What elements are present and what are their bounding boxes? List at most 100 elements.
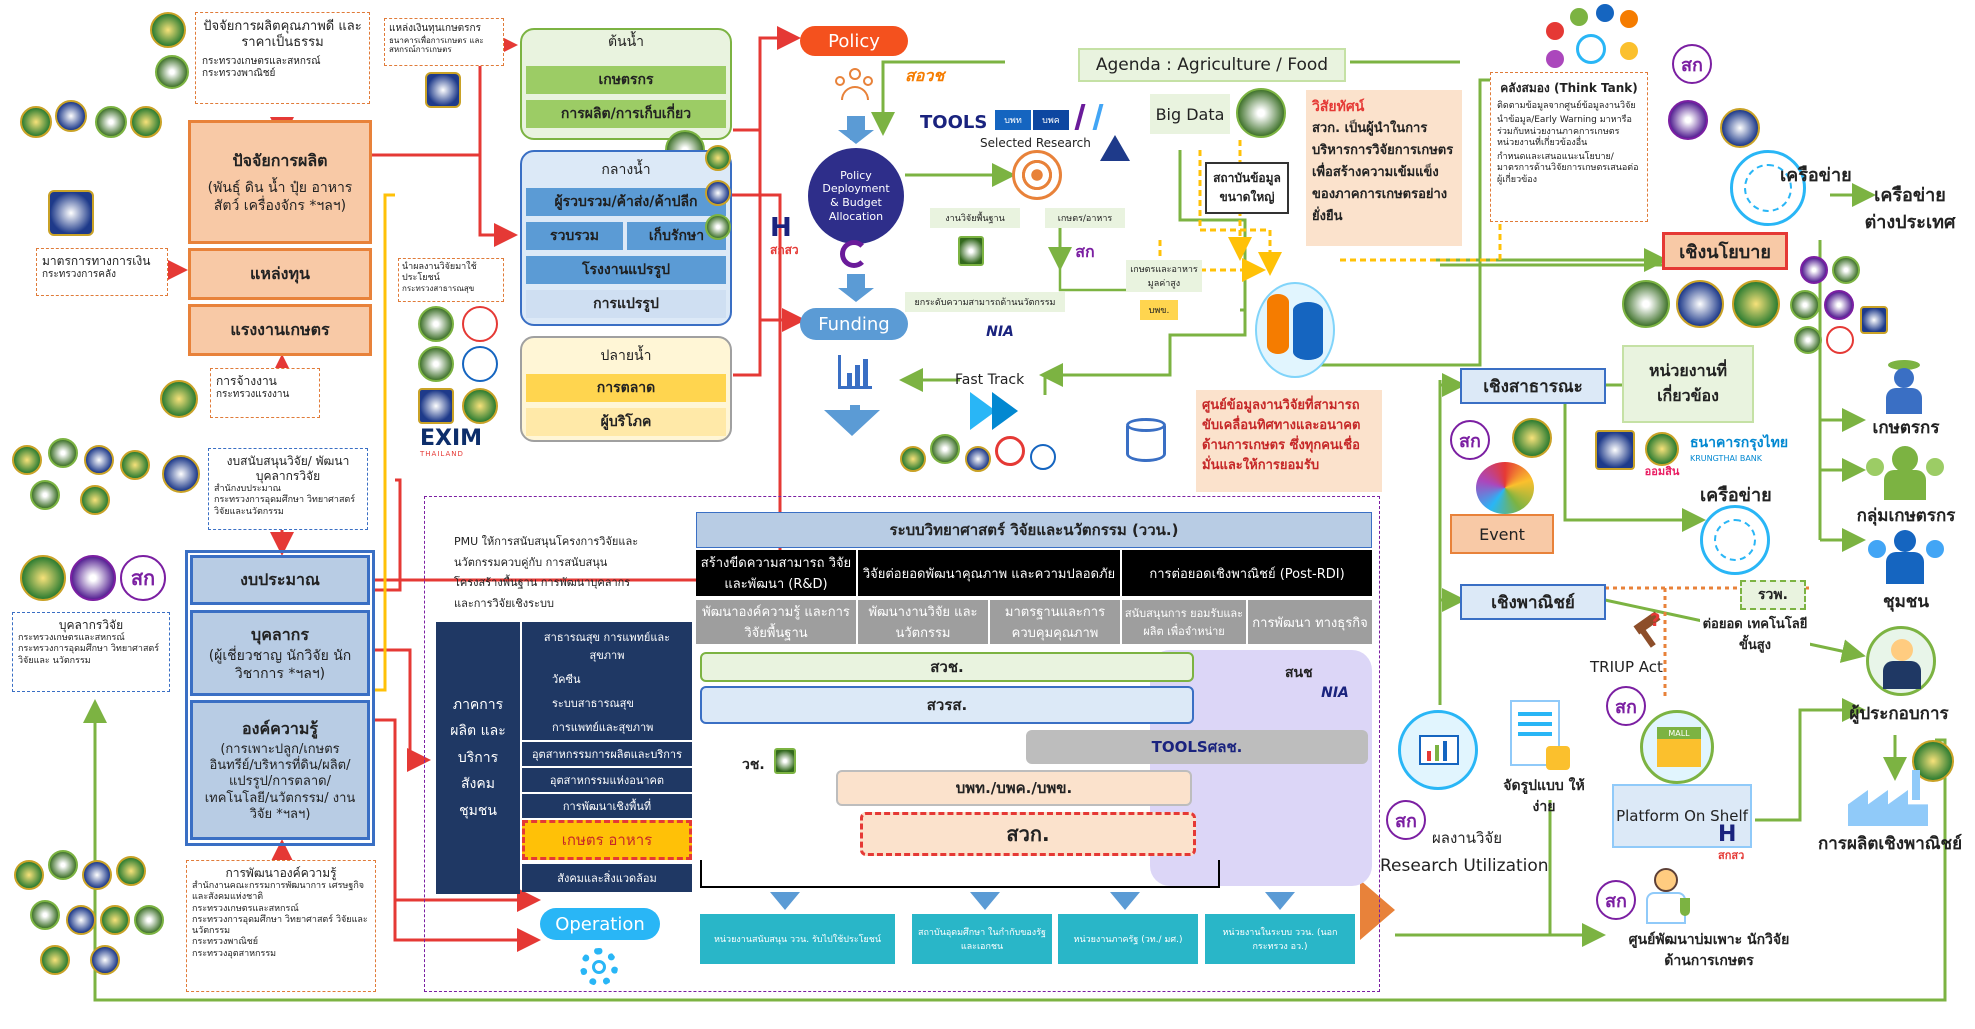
col-rd: สร้างขีดความสามารถ วิจัยและพัฒนา (R&D) [696, 550, 856, 596]
logo-ars: สก [120, 555, 166, 601]
logo-mark-e [462, 388, 498, 424]
nia-logo: NIA [1321, 685, 1349, 701]
researchers-item-1: กระทรวงเกษตรและสหกรณ์ [18, 633, 125, 643]
policy-side-label: เชิงนโยบาย [1679, 241, 1771, 263]
database-icon [1255, 282, 1335, 378]
system-title: ระบบวิทยาศาสตร์ วิจัยและนวัตกรรม (ววน.) [696, 512, 1372, 548]
logo-ft-3 [965, 446, 991, 472]
out-1-label: หน่วยงานสนับสนุน ววน. รับไปใช้ประโยชน์ [713, 935, 882, 945]
logo-mark-a [462, 306, 498, 342]
finance-title: มาตรการทางการเงิน [42, 254, 151, 268]
logo-bigdata [1236, 88, 1286, 138]
bwt-badge: บพท [995, 110, 1031, 130]
sawo-logo: สอวช [905, 64, 985, 90]
midstream-box: กลางน้ำ ผู้รวบรวม/ค้าส่ง/ค้าปลีก รวบรวม … [520, 150, 732, 326]
target-icon [1012, 150, 1062, 200]
farmer-finance-item: ธนาคารเพื่อการเกษตร และสหกรณ์การเกษตร [389, 35, 484, 55]
research-util-label: Research Utilization [1380, 856, 1549, 876]
mall-icon: MALL [1640, 710, 1714, 784]
bar-tools-slch-label: TOOLSศลช. [1151, 738, 1243, 756]
logo-cluster-c [84, 445, 114, 475]
midstream-row-collect-label: รวบรวม [550, 228, 599, 244]
rd-support-item-2: กระทรวงการอุดมศึกษา วิทยาศาสตร์ วิจัยและ… [214, 495, 356, 517]
logo-right-8 [1790, 290, 1820, 320]
factory-icon [1848, 770, 1928, 826]
logo-row-1 [20, 106, 52, 138]
entrepreneur-label: ผู้ประกอบการ [1849, 704, 1949, 724]
kdev-box: การพัฒนาองค์ความรู้ สำนักงานคณะกรรมการพั… [186, 860, 376, 992]
personnel-sub: (ผู้เชี่ยวชาญ นักวิจัย นักวิชาการ *ฯลฯ) [208, 648, 352, 682]
midstream-row-processing: การแปรรูป [526, 290, 726, 318]
logo-right-6 [1676, 280, 1724, 328]
farmer-group-icon [1866, 446, 1946, 500]
employment-box: การจ้างงาน กระทรวงแรงงาน [210, 368, 320, 418]
employment-title: การจ้างงาน [216, 374, 277, 388]
logo-ars-event: สก [1450, 420, 1490, 460]
sector-env: สังคมและสิ่งแวดล้อม [522, 864, 692, 892]
logo-mini-1 [958, 236, 984, 266]
logo-mark-d [418, 388, 454, 424]
snch-label: สนช [1285, 665, 1313, 681]
production-title: ปัจจัยการผลิต [232, 151, 328, 170]
out-4-label: หน่วยงานในระบบ ววน. (นอกกระทรวง อว.) [1222, 928, 1338, 952]
logo-ft-2 [930, 434, 960, 464]
bwk-badge: บพค [1033, 110, 1069, 130]
research-use-label: ผลงานวิจัย [1432, 829, 1502, 847]
subcol-3-label: มาตรฐานและการ ควบคุมคุณภาพ [1004, 605, 1106, 641]
icon-cluster-4 [1620, 10, 1638, 28]
sector-env-label: สังคมและสิ่งแวดล้อม [557, 872, 657, 885]
farmer-icon [1876, 360, 1932, 416]
mall-label: MALL [1657, 727, 1701, 739]
logo-kdev-e [30, 900, 60, 930]
policy-deployment-label: Policy Deployment & Budget Allocation [822, 168, 890, 223]
researchers-title: บุคลากรวิจัย [58, 618, 124, 632]
vision-text: สวก. เป็นผู้นำในการบริหารการวิจัยการเกษต… [1312, 121, 1454, 225]
downstream-row-market: การตลาด [526, 374, 726, 402]
funding-pill: Funding [800, 308, 908, 340]
beneficiary-box: นำผลงานวิจัยมาใช้ประโยชน์ กระทรวงสาธารณส… [398, 258, 504, 302]
rd-support-title: งบสนับสนุนวิจัย/ พัฒนาบุคลากรวิจัย [226, 454, 350, 483]
vision-title: วิสัยทัศน์ [1312, 99, 1365, 115]
data-center-label: ศูนย์ข้อมูลงานวิจัยที่สามารถขับเคลื่อนทิ… [1202, 398, 1361, 474]
midstream-row-factory: โรงงานแปรรูป [526, 256, 726, 284]
subcol-5: การพัฒนา ทางธุรกิจ [1248, 600, 1372, 644]
logo-ars-incub: สก [1596, 880, 1636, 920]
kdev-item-3: กระทรวงการอุดมศึกษา วิทยาศาสตร์ วิจัยและ… [192, 914, 368, 936]
finance-item: กระทรวงการคลัง [42, 269, 116, 280]
nia-mini-logo: NIA [986, 324, 1014, 340]
logo-row-2 [55, 100, 87, 132]
logo-wch [774, 748, 796, 774]
funding-source-label: แหล่งทุน [250, 263, 310, 283]
upstream-row-farmer-label: เกษตรกร [598, 72, 654, 88]
logo-cluster-f [80, 485, 110, 515]
upstream-row-harvest-label: การผลิต/การเก็บเกี่ยว [560, 106, 692, 122]
sector-box: ภาคการ ผลิต และ บริการ สังคม ชุมชน [436, 622, 520, 894]
bank-en-label: KRUNGTHAI BANK [1690, 454, 1763, 463]
logo-row-4 [130, 106, 162, 138]
fast-track-label: Fast Track [955, 372, 1025, 388]
platform-label: Platform On Shelf [1616, 806, 1748, 825]
logo-kdev-b [48, 850, 78, 880]
logo-kdev-d [116, 856, 146, 886]
logo-kdev-g [100, 905, 130, 935]
bwk-mini-badge: บพข. [1140, 300, 1178, 320]
logo-cluster-d [120, 450, 150, 480]
logo-right-2 [1668, 100, 1708, 140]
upstream-row-farmer: เกษตรกร [526, 66, 726, 94]
logo-mark-b [418, 346, 454, 382]
agenda-box: Agenda : Agriculture / Food [1078, 48, 1346, 82]
col-rd-label: สร้างขีดความสามารถ วิจัยและพัฒนา (R&D) [700, 556, 852, 592]
public-box: เชิงสาธารณะ [1460, 368, 1606, 404]
sector-label: ภาคการ ผลิต และ บริการ สังคม ชุมชน [450, 696, 506, 819]
logo-cluster-e [30, 480, 60, 510]
sks-logo-right: H สกสว [1718, 824, 1758, 870]
exim-label: EXIM [420, 426, 483, 451]
out-2: สถาบันอุดมศึกษา ในกำกับของรัฐและเอกชน [912, 914, 1052, 964]
out-2-label: สถาบันอุดมศึกษา ในกำกับของรัฐและเอกชน [917, 928, 1047, 952]
icon-cluster-7 [1620, 42, 1638, 60]
sector-agri-food: เกษตร อาหาร [522, 820, 692, 860]
researchers-item-2: กระทรวงการอุดมศึกษา วิทยาศาสตร์ วิจัยและ… [18, 644, 160, 666]
scientist-icon [1640, 868, 1694, 928]
production-factors-box: ปัจจัยการผลิต (พันธุ์ ดิน น้ำ ปุ๋ย อาหาร… [188, 120, 372, 244]
logo-mid-1 [705, 145, 731, 171]
